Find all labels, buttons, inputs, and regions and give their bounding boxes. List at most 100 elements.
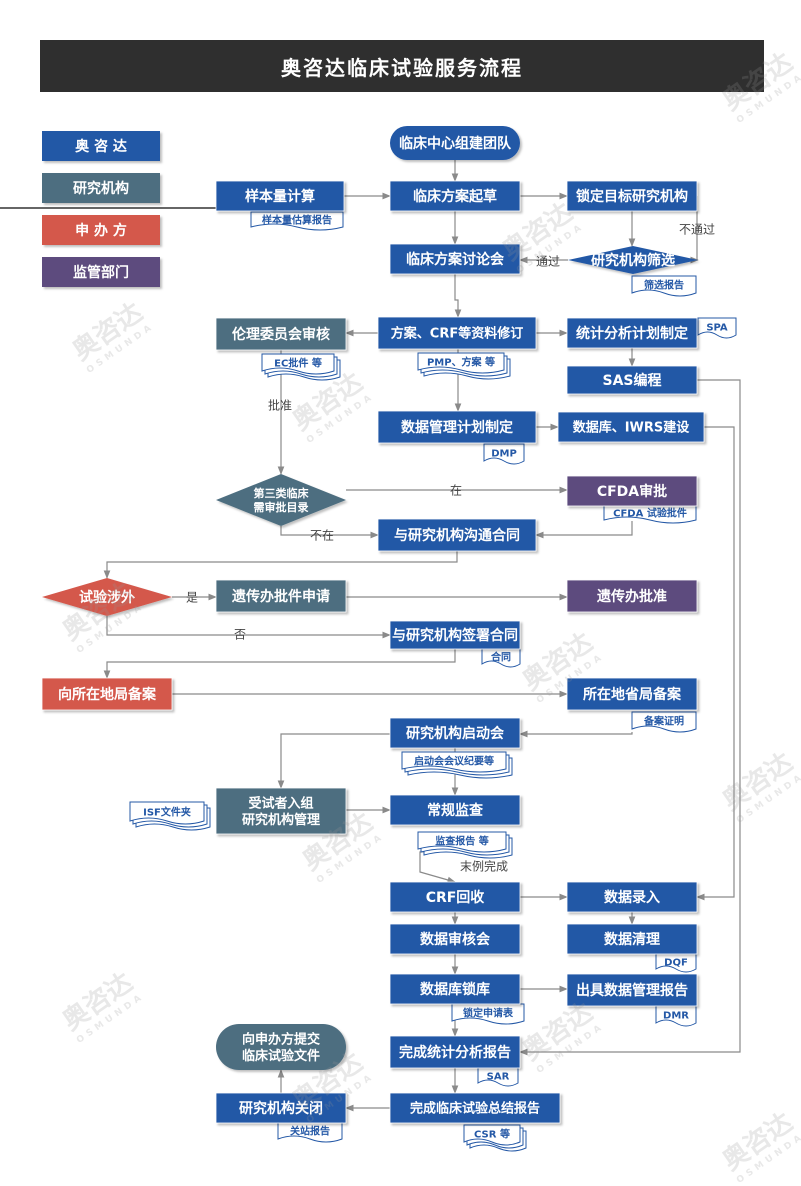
node-label: 统计分析计划制定 [576,325,688,342]
node-label: 遗传办批准 [596,588,667,605]
legend-item: 研究机构 [42,173,160,203]
node-close: 研究机构关闭 [215,1092,347,1124]
doc-lockreq: 锁定申请表 [451,1003,525,1025]
doc-label: ISF文件夹 [143,806,191,819]
legend-item: 奥 咨 达 [42,131,160,161]
node-cfda: CFDA审批 [566,475,698,507]
node-label: 研究机构启动会 [406,725,505,742]
page-title: 奥咨达临床试验服务流程 [40,40,764,92]
node-entry: 数据录入 [566,881,698,913]
doc-record: 备案证明 [631,711,697,733]
node-clean: 数据清理 [566,923,698,955]
doc-label: SPA [706,323,728,334]
node-cat3: 第三类临床需审批目录 [216,474,346,526]
doc-ec: EC批件 等 [261,353,341,381]
edge-label: 批准 [268,397,292,412]
node-lock: 锁定目标研究机构 [566,180,698,212]
node-label: 与研究机构沟通合同 [394,527,520,544]
node-genetic: 试验涉外 [42,578,172,616]
edge-label: 通过 [536,254,560,268]
node-label: 临床中心组建团队 [399,135,512,152]
node-sap: 统计分析计划制定 [566,317,698,349]
doc-label: CSR 等 [474,1128,510,1141]
doc-cfda: CFDA 试验批件 [603,504,697,524]
node-localfile: 向所在地局备案 [41,677,173,711]
node-ethics: 伦理委员会审核 [215,317,347,351]
doc-monitor: 监查报告 等 [417,831,513,859]
doc-dqf: DQF [655,953,697,973]
node-label: 研究机构关闭 [239,1100,323,1117]
node-label: 方案、CRF等资料修订 [391,326,523,342]
node-subjects: 受试者入组研究机构管理 [215,787,347,835]
doc-label: 备案证明 [643,715,684,728]
flow-edge [535,521,633,539]
node-kickoff: 研究机构启动会 [389,717,521,749]
flow-edge [696,426,735,901]
node-build: 临床中心组建团队 [390,126,520,160]
node-label: 完成统计分析报告 [399,1044,511,1061]
flow-edge [454,274,462,318]
node-dmp: 数据管理计划制定 [377,410,537,444]
doc-dmr: DMR [655,1005,697,1027]
node-label: 数据清理 [604,931,660,948]
doc-sample: 样本量估算报告 [250,211,344,231]
node-label: 出具数据管理报告 [576,982,688,999]
doc-label: EC批件 等 [274,357,322,370]
legend-label: 奥 咨 达 [75,138,127,155]
doc-label: 关站报告 [290,1125,330,1138]
legend-label: 监管部门 [73,264,129,281]
node-label: 完成临床试验总结报告 [410,1101,540,1117]
node-label: 遗传办批件申请 [231,588,330,605]
node-label: 向所在地局备案 [58,686,157,703]
node-label: 伦理委员会审核 [232,326,330,343]
doc-contract: 合同 [481,648,521,668]
doc-pmp: PMP、方案 等 [417,352,511,380]
node-label: SAS编程 [602,372,661,389]
node-draft: 临床方案起草 [389,180,521,212]
node-label: 常规监查 [427,802,484,819]
node-genapply: 遗传办批件申请 [215,579,347,613]
node-dmr: 出具数据管理报告 [566,973,698,1007]
node-label: 数据审核会 [420,931,491,948]
node-csr: 完成临床试验总结报告 [389,1092,561,1124]
node-genapprove: 遗传办批准 [566,579,698,613]
doc-sar: SAR [477,1067,519,1087]
flow-edge [277,733,390,789]
node-label: 研究机构筛选 [591,252,675,269]
doc-isf: ISF文件夹 [129,801,211,831]
node-revise: 方案、CRF等资料修订 [377,316,537,350]
doc-label: DMR [663,1011,689,1022]
edge-label: 不在 [310,528,334,542]
flow-edge [519,379,741,1056]
doc-label: DQF [664,958,688,969]
doc-label: 样本量估算报告 [262,214,332,227]
node-discuss: 临床方案讨论会 [389,243,521,275]
doc-label: 启动会会议纪要等 [414,755,494,768]
node-sample: 样本量计算 [215,180,345,212]
legend-item: 监管部门 [42,257,160,287]
node-label: 第三类临床需审批目录 [254,486,310,514]
doc-close: 关站报告 [277,1121,343,1143]
node-monitor: 常规监查 [389,794,521,826]
doc-label: 合同 [490,651,511,664]
doc-dmp: DMP [483,443,525,465]
node-label: 所在地省局备案 [583,686,682,703]
node-label: 锁定目标研究机构 [576,188,688,205]
node-provfile: 所在地省局备案 [566,677,698,711]
doc-screen: 筛选报告 [631,275,697,297]
doc-label: PMP、方案 等 [427,356,495,369]
node-label: 样本量计算 [245,188,315,205]
flow-edge [103,551,458,579]
edge-label: 在 [450,483,462,497]
node-label: 数据库锁库 [420,981,490,998]
node-db: 数据库、IWRS建设 [557,411,705,443]
node-label: CFDA审批 [597,483,667,500]
doc-label: CFDA 试验批件 [613,507,687,520]
node-screen: 研究机构筛选 [568,246,698,274]
flow-edge [519,730,633,738]
node-label: 数据管理计划制定 [401,419,513,436]
node-stat: 完成统计分析报告 [389,1035,521,1069]
edge-label: 否 [234,627,246,641]
doc-spa: SPA [697,317,737,339]
legend-label: 申 办 方 [75,222,127,239]
